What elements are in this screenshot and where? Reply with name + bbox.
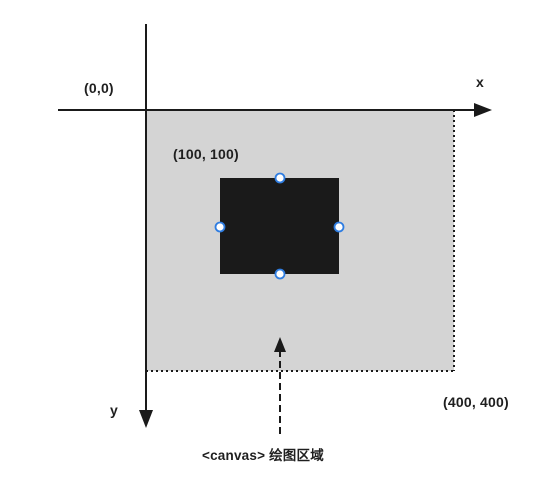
- y-axis-label: y: [110, 402, 118, 418]
- top-handle: [274, 172, 286, 184]
- left-handle: [214, 221, 226, 233]
- x-axis-arrowhead: [474, 103, 492, 117]
- bottom-handle: [274, 268, 286, 280]
- rectangle-top-left-coordinate-label: (100, 100): [173, 146, 239, 162]
- y-axis-arrowhead: [139, 410, 153, 428]
- drawn-rectangle: [220, 178, 339, 274]
- x-axis-label: x: [476, 74, 484, 90]
- origin-label: (0,0): [84, 80, 114, 96]
- right-handle: [333, 221, 345, 233]
- canvas-area-caption: <canvas> 绘图区域: [202, 448, 324, 463]
- caption-pointer-arrowhead: [274, 337, 286, 352]
- canvas-bottom-right-coordinate-label: (400, 400): [443, 394, 509, 410]
